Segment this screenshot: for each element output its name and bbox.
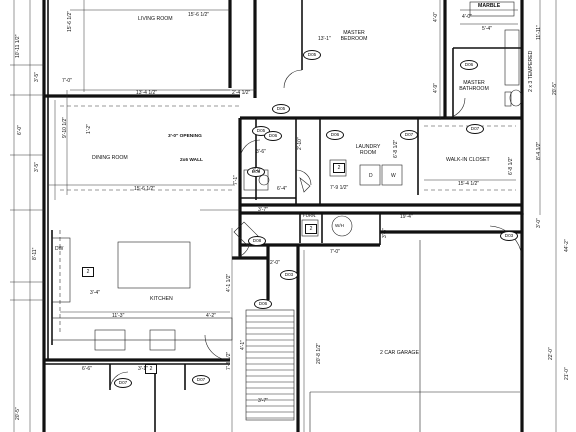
- tempered-label: 2 x 3 TEMPERED: [528, 50, 534, 92]
- living-room-label: LIVING ROOM: [138, 16, 173, 22]
- dimension-label: 3'-7": [258, 207, 268, 213]
- window-tag-box: 2: [333, 163, 345, 173]
- door-tag: D07: [192, 375, 210, 385]
- dimension-label: 3'-6": [382, 228, 388, 238]
- window-tag-box: 2: [145, 364, 157, 374]
- door-tag: D07: [400, 130, 418, 140]
- door-tag: D03: [500, 231, 518, 241]
- dishwasher-label: DW: [55, 246, 64, 252]
- dimension-label: 4'-9": [433, 83, 439, 93]
- dimension-label: 19'-4": [400, 214, 413, 220]
- washer-label: W: [391, 173, 396, 179]
- door-tag: D07: [466, 124, 484, 134]
- master-bedroom-label: MASTER BEDROOM: [340, 30, 368, 42]
- dimension-label: 21'-0": [564, 367, 570, 380]
- dimension-label: 8'-11": [32, 247, 38, 260]
- water-heater-label: W/H: [335, 223, 344, 228]
- dimension-label: 15'-6 1/2": [134, 186, 156, 192]
- dimension-label: 15'-6 1/2": [188, 12, 210, 18]
- door-tag: D08: [247, 167, 265, 177]
- dimension-label: 3'-1": [138, 366, 148, 372]
- master-bathroom-label: MASTER BATHROOM: [459, 80, 489, 92]
- dimension-label: 6'-0": [17, 125, 23, 135]
- dimension-label: 2'-10": [297, 137, 303, 150]
- dimension-label: 3'-7": [258, 398, 268, 404]
- window-tag-box: 2: [305, 224, 317, 234]
- furnace-label: FURN.: [303, 213, 317, 218]
- dimension-label: 7'-8 1/2": [226, 351, 232, 370]
- dimension-label: 1'-2": [86, 124, 92, 134]
- dimension-label: 4'-2": [206, 313, 216, 319]
- door-tag: D07: [114, 378, 132, 388]
- door-tag: D05: [272, 104, 290, 114]
- door-tag: D06: [254, 299, 272, 309]
- dimension-label: 7'-9 1/2": [330, 185, 349, 191]
- dimension-label: 3'-0": [536, 218, 542, 228]
- dryer-label: D: [369, 173, 373, 179]
- door-tag: D03: [280, 270, 298, 280]
- dimension-label: 44'-2": [564, 239, 570, 252]
- dimension-label: 11'-11": [536, 25, 542, 40]
- dimension-label: 6'-6": [82, 366, 92, 372]
- dimension-label: 6'-8 1/2": [508, 156, 514, 175]
- dimension-label: 4'-0": [462, 14, 472, 20]
- dimension-label: 6'-8 1/2": [393, 139, 399, 158]
- dimension-label: 4'-1": [240, 340, 246, 350]
- dimension-label: 3'-6": [256, 149, 266, 155]
- dimension-label: 3'-5": [34, 162, 40, 172]
- door-tag: D06: [460, 60, 478, 70]
- dimension-label: 4'-1 1/2": [226, 273, 232, 292]
- garage-label: 2 CAR GARAGE: [380, 350, 419, 356]
- dimension-label: 10'-11 1/2": [15, 34, 21, 59]
- dimension-label: 20'-5": [552, 82, 558, 95]
- dimension-label: 8'-4 1/2": [536, 141, 542, 160]
- walk-in-closet-label: WALK-IN CLOSET: [446, 157, 490, 163]
- dimension-label: 4'-0": [433, 12, 439, 22]
- dimension-label: 15'-6 1/2": [67, 10, 73, 32]
- dimension-label: 2'-0": [270, 260, 280, 266]
- opening-note: 3'-0" OPENING: [168, 134, 202, 139]
- dimension-label: 11'-3": [112, 313, 125, 319]
- door-tag: D08: [248, 236, 266, 246]
- dimension-label: 3'-4": [90, 290, 100, 296]
- dimension-label: 5'-4": [482, 26, 492, 32]
- wall-2x6-note: 2x6 WALL: [180, 158, 203, 163]
- dimension-label: 22'-0": [548, 347, 554, 360]
- dimension-label: 20'-5": [15, 407, 21, 420]
- window-tag-box: 2: [82, 267, 94, 277]
- dimension-label: 15'-4 1/2": [458, 181, 480, 187]
- dimension-label: 7'-1": [233, 175, 239, 185]
- door-tag: D06: [326, 130, 344, 140]
- laundry-room-label: LAUNDRY ROOM: [355, 144, 381, 156]
- marble-label: MARBLE: [478, 3, 501, 9]
- dimension-label: 7'-0": [62, 78, 72, 84]
- kitchen-label: KITCHEN: [150, 296, 173, 302]
- dining-room-label: DINING ROOM: [92, 155, 128, 161]
- dimension-label: 2'-4 1/2": [232, 90, 251, 96]
- dimension-label: 13'-4 1/2": [136, 90, 158, 96]
- dimension-label: 6'-4": [277, 186, 287, 192]
- dimension-label: 3'-0": [252, 168, 262, 174]
- dimension-label: 7'-0": [330, 249, 340, 255]
- dimension-label: 3'-5": [34, 72, 40, 82]
- door-tag: D05: [303, 50, 321, 60]
- dimension-label: 9'-10 1/2": [62, 116, 68, 138]
- door-tag: D06: [264, 131, 282, 141]
- dimension-label: 13'-1": [318, 36, 331, 42]
- dimension-label: 20'-8 1/2": [316, 342, 322, 364]
